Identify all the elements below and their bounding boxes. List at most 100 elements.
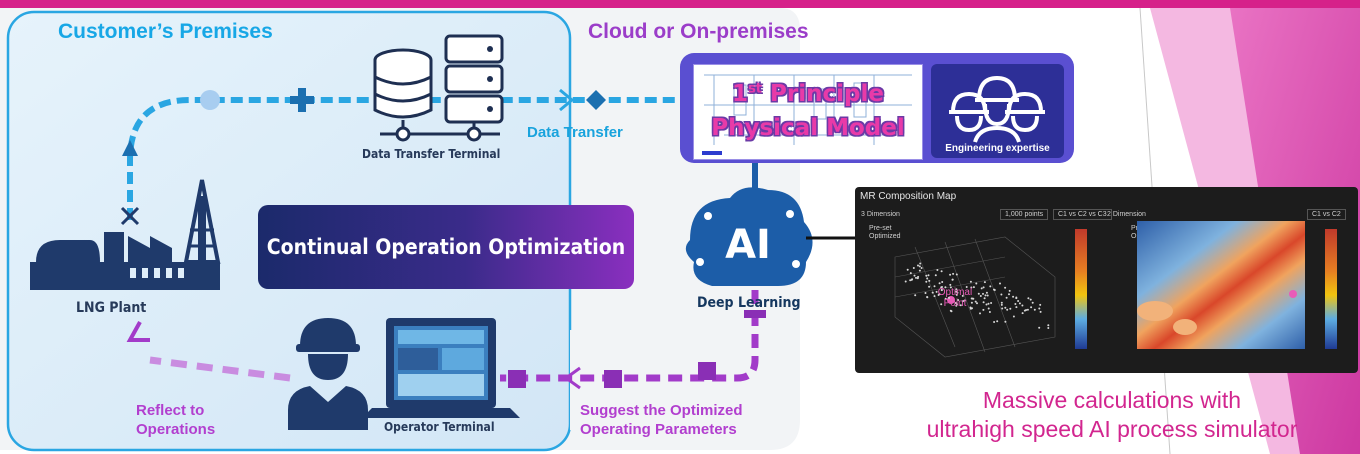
scatter-point [918, 269, 921, 272]
scatter-point [986, 294, 989, 297]
suggest-line-2: Operating Parameters [580, 421, 737, 438]
scatter-point [969, 307, 972, 310]
scatter-point [974, 300, 977, 303]
engineering-expertise-caption: Engineering expertise [945, 143, 1050, 154]
operator-person-icon [288, 318, 368, 430]
scatter-point [982, 292, 984, 295]
scatter-point [965, 286, 968, 288]
scatter-point [985, 291, 988, 294]
model-line-2: Physical Model [711, 115, 905, 141]
data-transfer-label: Data Transfer [527, 124, 623, 141]
model-line-1: 1st Principle [732, 81, 884, 107]
scatter-point [938, 293, 941, 295]
axes-select-right[interactable]: C1 vs C2 [1307, 209, 1346, 220]
suggest-line-1: Suggest the Optimized [580, 402, 743, 419]
scatter-point [948, 296, 950, 299]
scatter-point [962, 300, 965, 302]
scatter-point [955, 273, 958, 276]
scatter-point [928, 285, 931, 288]
mr-map-plots [894, 221, 1337, 358]
scatter-point [1005, 296, 1008, 299]
scatter-point [1004, 306, 1007, 309]
scatter-point [933, 285, 936, 288]
scatter-point [935, 290, 938, 293]
ai-brain-icon: AI [685, 163, 860, 286]
scatter-point [977, 292, 980, 295]
optimal-line-1: Optimal [937, 287, 973, 298]
lng-plant-label: LNG Plant [76, 300, 147, 316]
scatter-point [1009, 307, 1012, 310]
ai-text: AI [725, 222, 771, 268]
caption-line-1: Massive calculations with [982, 387, 1242, 413]
scatter-point [940, 286, 943, 289]
scatter-point [1004, 320, 1007, 323]
scatter-point [1001, 307, 1004, 310]
legend-a: Pre-set [869, 225, 892, 232]
lng-plant-icon [30, 179, 221, 290]
operator-terminal-label: Operator Terminal [384, 420, 495, 434]
scatter-point [988, 311, 991, 313]
customer-premises-heading: Customer’s Premises [58, 20, 273, 43]
scatter-point [1021, 312, 1024, 315]
scatter-point [1047, 327, 1050, 329]
scatter-point [993, 289, 996, 291]
scatter-point [944, 286, 947, 289]
scatter-point [969, 280, 972, 283]
scatter-point [971, 297, 974, 300]
scatter-point [982, 286, 985, 289]
scatter-point [940, 270, 943, 273]
scatter-point [987, 307, 990, 310]
reflect-line-2: Operations [136, 421, 216, 438]
cloud-onprem-heading: Cloud or On-premises [588, 20, 809, 43]
laptop-icon [362, 318, 520, 418]
top-accent-bar [0, 0, 1360, 8]
scatter-point [919, 262, 922, 265]
continual-optimization-banner: Continual Operation Optimization [258, 205, 634, 289]
scatter-point [990, 302, 993, 304]
scatter-point [925, 274, 928, 277]
scatter-point [904, 280, 907, 283]
scatter-point [913, 274, 916, 277]
scatter-point [979, 295, 982, 297]
scatter-point [1031, 301, 1034, 304]
caption-line-2: ultrahigh speed AI process simulator [926, 416, 1298, 442]
axes-select-left[interactable]: C1 vs C2 vs C3 [1053, 209, 1112, 220]
scatter-point [1014, 303, 1017, 305]
scatter-point [970, 301, 973, 304]
scatter-point [1008, 293, 1010, 296]
scatter-point [918, 265, 921, 268]
continual-optimization-text: Continual Operation Optimization [266, 235, 626, 259]
scatter-point [1015, 306, 1018, 309]
scatter-point [925, 280, 928, 283]
scatter-point [909, 279, 912, 282]
scatter-point [952, 272, 955, 275]
scatter-point [1038, 307, 1041, 310]
scatter-point [1008, 289, 1011, 292]
scatter-point [1015, 297, 1018, 300]
scatter-point [912, 267, 915, 269]
scatter-point [985, 303, 988, 306]
scatter-point [975, 282, 978, 285]
suggest-parameters-label: Suggest the Optimized Operating Paramete… [580, 401, 743, 439]
scatter-point [933, 295, 936, 298]
scatter-point [926, 277, 929, 280]
scatter-point [911, 278, 914, 281]
scatter-point [982, 308, 985, 311]
scatter-point [949, 283, 952, 286]
engineers-icon [949, 75, 1045, 143]
scatter-point [954, 302, 957, 304]
scatter-point [920, 267, 923, 269]
scatter-point [1017, 300, 1020, 302]
scatter-point [940, 303, 943, 306]
scatter-point [972, 286, 975, 289]
scatter-point [983, 281, 986, 284]
scatter-point [993, 321, 996, 323]
scatter-point [917, 275, 920, 278]
points-select[interactable]: 1,000 points [1000, 209, 1049, 220]
scatter-point [949, 309, 952, 312]
scatter-point [936, 269, 939, 271]
scatter-point [944, 297, 947, 300]
scatter-point [949, 273, 952, 276]
scatter-point [957, 299, 960, 301]
scatter-point [931, 291, 934, 294]
